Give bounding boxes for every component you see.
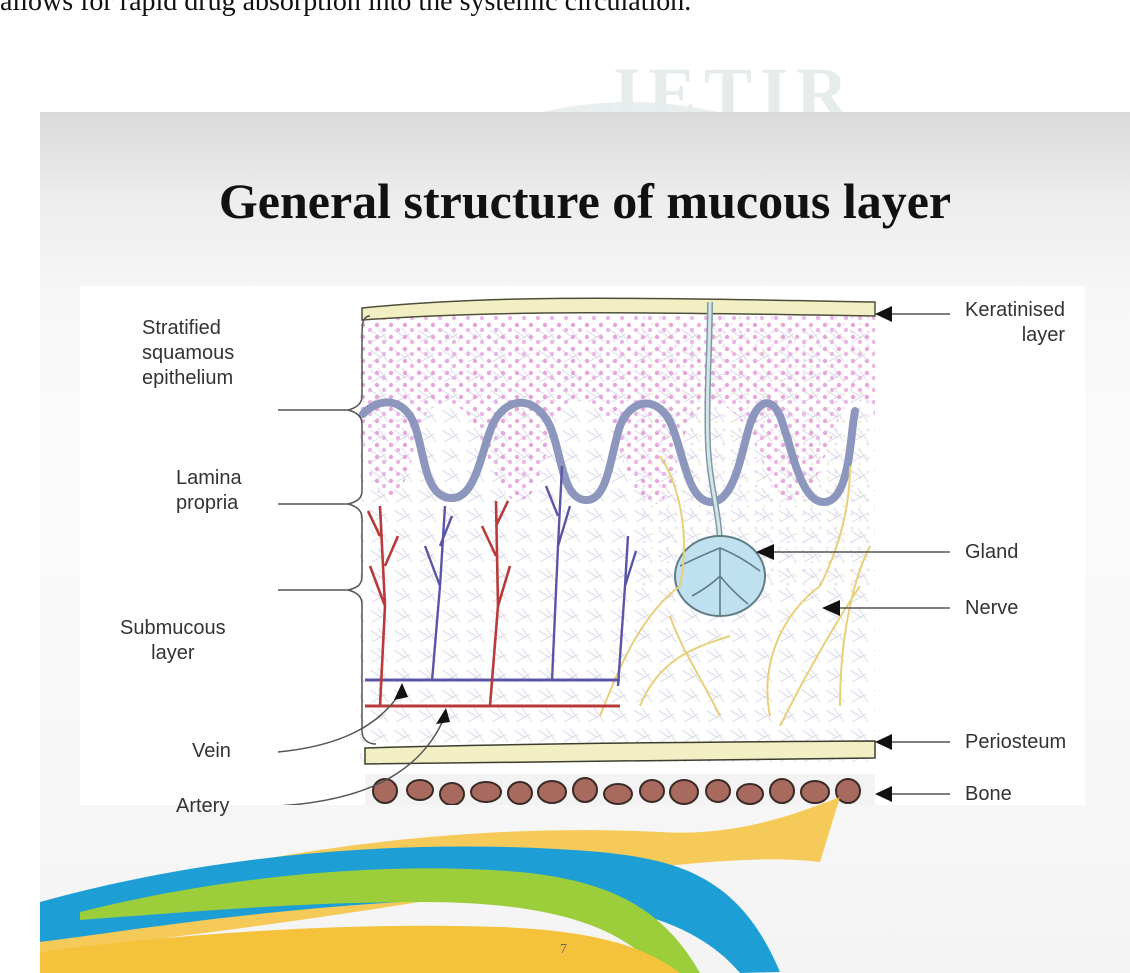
label-lamina-line1: Lamina — [176, 466, 242, 491]
label-nerve: Nerve — [965, 596, 1018, 621]
slide: General structure of mucous layer — [40, 112, 1130, 973]
slide-title: General structure of mucous layer — [40, 172, 1130, 230]
label-stratified-squamous-epithelium: Stratified squamous epithelium — [142, 316, 234, 391]
label-stratified-line1: Stratified — [142, 316, 234, 341]
label-submucous-line2: layer — [120, 641, 226, 666]
label-keratinised-layer: Keratinised layer — [965, 298, 1065, 348]
gland — [675, 536, 765, 616]
label-bone: Bone — [965, 782, 1012, 807]
slide-page-number: 7 — [560, 942, 567, 958]
mucosa-diagram: Stratified squamous epithelium Lamina pr… — [80, 286, 1085, 805]
label-vein: Vein — [192, 739, 231, 764]
label-lamina-propria: Lamina propria — [176, 466, 242, 516]
label-submucous-line1: Submucous — [120, 616, 226, 641]
label-lamina-line2: propria — [176, 491, 242, 516]
label-stratified-line2: squamous — [142, 341, 234, 366]
document-text-line: allows for rapid drug absorption into th… — [0, 0, 691, 18]
decorative-swoosh — [40, 792, 900, 973]
label-keratinised-line1: Keratinised — [965, 298, 1065, 323]
label-submucous-layer: Submucous layer — [120, 616, 226, 666]
label-stratified-line3: epithelium — [142, 366, 234, 391]
label-periosteum: Periosteum — [965, 730, 1066, 755]
label-keratinised-line2: layer — [965, 323, 1065, 348]
label-gland: Gland — [965, 540, 1018, 565]
